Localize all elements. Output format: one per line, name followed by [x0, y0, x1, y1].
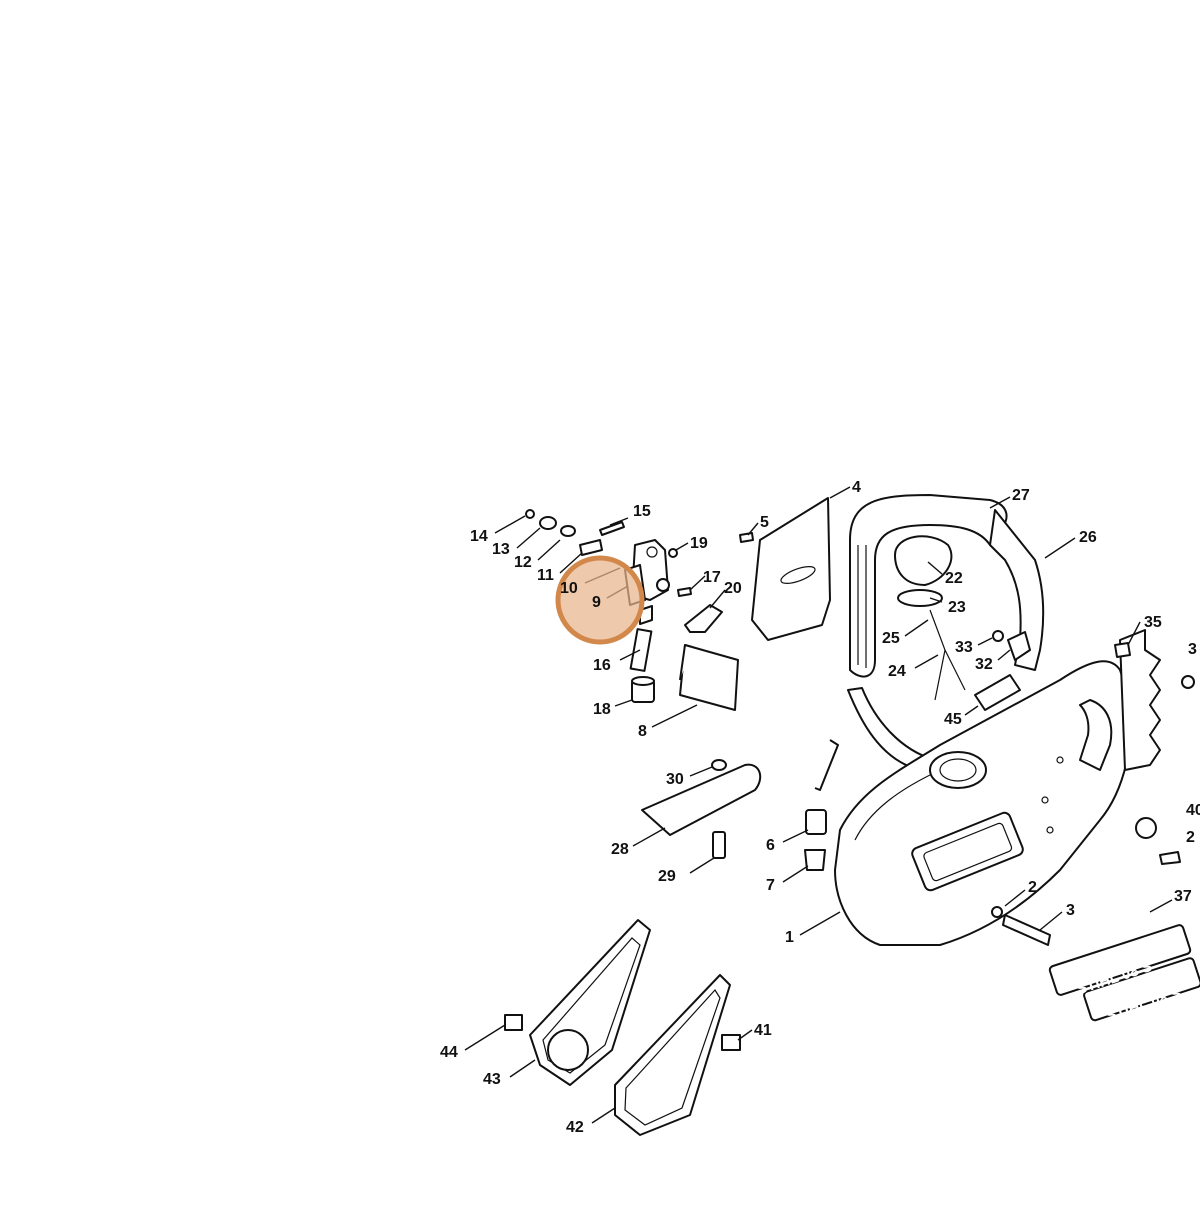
- label-24[interactable]: 24: [888, 663, 906, 680]
- highlight-circle[interactable]: [555, 555, 645, 645]
- label-25[interactable]: 25: [882, 630, 900, 647]
- label-45[interactable]: 45: [944, 711, 962, 728]
- label-35[interactable]: 35: [1144, 614, 1162, 631]
- label-23[interactable]: 23: [948, 599, 966, 616]
- label-6[interactable]: 6: [766, 837, 775, 854]
- label-37[interactable]: 37: [1174, 888, 1192, 905]
- label-8[interactable]: 8: [638, 723, 647, 740]
- housing: [834, 660, 1133, 946]
- filter-pad-8: [679, 644, 739, 711]
- label-29[interactable]: 29: [658, 868, 676, 885]
- label-13[interactable]: 13: [492, 541, 510, 558]
- label-27[interactable]: 27: [1012, 487, 1030, 504]
- label-44[interactable]: 44: [440, 1044, 458, 1061]
- handle-bar: [847, 494, 1045, 771]
- label-21[interactable]: 2: [1186, 829, 1195, 846]
- label-2[interactable]: 2: [1028, 879, 1037, 896]
- label-18[interactable]: 18: [593, 701, 611, 718]
- cover-42: [614, 974, 731, 1136]
- label-43[interactable]: 43: [483, 1071, 501, 1088]
- label-32[interactable]: 32: [975, 656, 993, 673]
- label-15[interactable]: 15: [633, 503, 651, 520]
- side-plate: [751, 497, 831, 641]
- label-41[interactable]: 41: [754, 1022, 772, 1039]
- label-4[interactable]: 4: [852, 479, 861, 496]
- label-16[interactable]: 16: [593, 657, 611, 674]
- label-20[interactable]: 20: [724, 580, 742, 597]
- label-28[interactable]: 28: [611, 841, 629, 858]
- label-42[interactable]: 42: [566, 1119, 584, 1136]
- label-17[interactable]: 17: [703, 569, 721, 586]
- label-1[interactable]: 1: [785, 929, 794, 946]
- label-7[interactable]: 7: [766, 877, 775, 894]
- label-33[interactable]: 33: [955, 639, 973, 656]
- label-40[interactable]: 40: [1186, 802, 1200, 819]
- label-14[interactable]: 14: [470, 528, 488, 545]
- label-9[interactable]: 9: [592, 594, 601, 611]
- label-11[interactable]: 11: [537, 567, 554, 584]
- label-30[interactable]: 30: [666, 771, 684, 788]
- label-26[interactable]: 26: [1079, 529, 1097, 546]
- label-3b[interactable]: 3: [1188, 641, 1197, 658]
- label-19[interactable]: 19: [690, 535, 708, 552]
- gasket-20: [684, 604, 723, 633]
- label-10[interactable]: 10: [560, 580, 578, 597]
- label-22[interactable]: 22: [945, 570, 963, 587]
- label-3[interactable]: 3: [1066, 902, 1075, 919]
- label-12[interactable]: 12: [514, 554, 532, 571]
- label-5[interactable]: 5: [760, 514, 769, 531]
- part-labels: 14 13 12 11 10 9 15 19 17 20 16 18 8 5 4…: [440, 479, 1200, 1136]
